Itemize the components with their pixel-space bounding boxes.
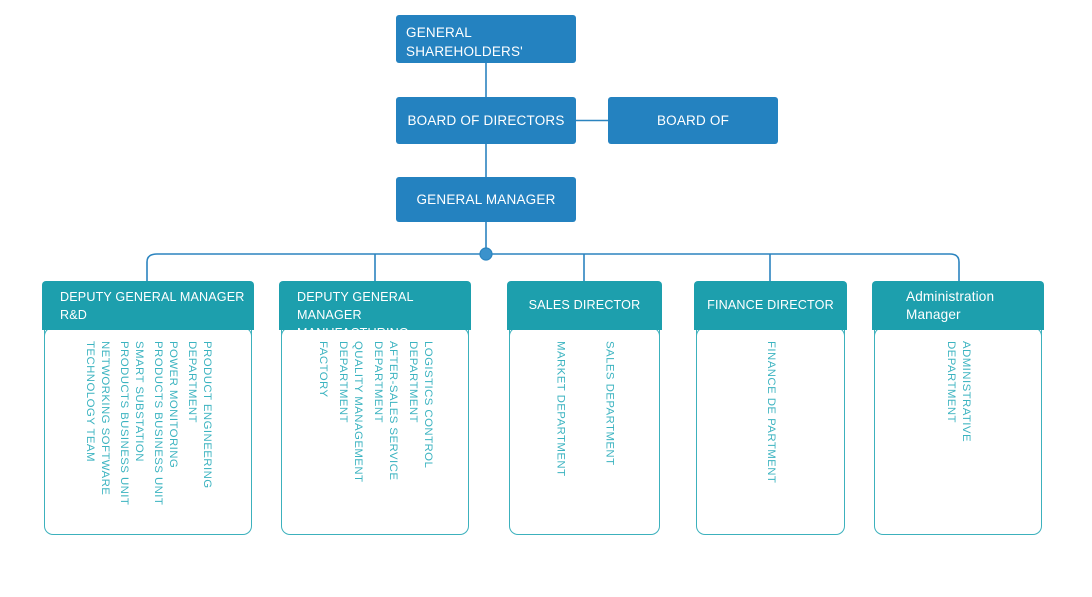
unit-list-rd: PRODUCT ENGINEERING DEPARTMENT POWER MON… — [45, 341, 251, 534]
wire-distribution-bus — [146, 253, 960, 281]
division-header-administration[interactable]: Administration Manager — [872, 281, 1044, 330]
division-header-label: SALES DIRECTOR — [528, 298, 641, 312]
division-body-finance: FINANCE DE PARTMENT — [696, 327, 845, 535]
division-finance[interactable]: FINANCE DIRECTOR FINANCE DE PARTMENT — [694, 281, 847, 535]
node-general-shareholders-meeting[interactable]: GENERAL SHAREHOLDERS' MEETING — [396, 15, 576, 78]
division-header-label: FINANCE DIRECTOR — [707, 298, 834, 312]
unit-list-administration: ADMINISTRATIVE DEPARTMENT — [875, 341, 1041, 534]
division-body-administration: ADMINISTRATIVE DEPARTMENT — [874, 327, 1042, 535]
unit-item[interactable]: ADMINISTRATIVE DEPARTMENT — [945, 341, 972, 443]
node-label: GENERAL MANAGER — [416, 192, 556, 207]
node-label: BOARD OF SUPERVISORS — [643, 113, 743, 175]
division-sales[interactable]: SALES DIRECTOR SALES DEPARTMENT MARKET D… — [507, 281, 662, 535]
division-header-label: DEPUTY GENERAL MANAGER R&D — [60, 290, 245, 322]
node-general-manager[interactable]: GENERAL MANAGER — [396, 177, 576, 222]
division-administration[interactable]: Administration Manager ADMINISTRATIVE DE… — [872, 281, 1044, 535]
node-label: BOARD OF DIRECTORS — [407, 113, 565, 128]
unit-item[interactable]: NETWORKING SOFTWARE TECHNOLOGY TEAM — [84, 341, 111, 496]
unit-item[interactable]: PRODUCT ENGINEERING DEPARTMENT — [186, 341, 213, 489]
division-header-label: DEPUTY GENERAL MANAGER MANUFACTURING — [297, 290, 414, 340]
unit-item[interactable]: SALES DEPARTMENT — [603, 341, 616, 466]
unit-item[interactable]: FACTORY — [317, 341, 329, 398]
unit-list-manufacturing: LOGISTICS CONTROL DEPARTMENT AFTER-SALES… — [282, 341, 468, 534]
division-header-finance[interactable]: FINANCE DIRECTOR — [694, 281, 847, 330]
unit-item[interactable]: POWER MONITORING PRODUCTS BUSINESS UNIT — [152, 341, 179, 506]
unit-list-sales: SALES DEPARTMENT MARKET DEPARTMENT — [510, 341, 659, 534]
unit-item[interactable]: FINANCE DE PARTMENT — [765, 341, 777, 484]
division-body-manufacturing: LOGISTICS CONTROL DEPARTMENT AFTER-SALES… — [281, 327, 469, 535]
division-manufacturing[interactable]: DEPUTY GENERAL MANAGER MANUFACTURING LOG… — [279, 281, 471, 535]
division-header-rd[interactable]: DEPUTY GENERAL MANAGER R&D — [42, 281, 254, 330]
node-board-of-supervisors[interactable]: BOARD OF SUPERVISORS — [608, 97, 778, 175]
division-header-sales[interactable]: SALES DIRECTOR — [507, 281, 662, 330]
node-board-of-directors[interactable]: BOARD OF DIRECTORS — [396, 97, 576, 144]
unit-item[interactable]: QUALITY MANAGEMENT DEPARTMENT — [337, 341, 364, 483]
node-label: GENERAL SHAREHOLDERS' MEETING — [406, 25, 523, 78]
division-body-rd: PRODUCT ENGINEERING DEPARTMENT POWER MON… — [44, 327, 252, 535]
bus-junction-dot — [479, 247, 493, 261]
division-header-manufacturing[interactable]: DEPUTY GENERAL MANAGER MANUFACTURING — [279, 281, 471, 340]
division-rd[interactable]: DEPUTY GENERAL MANAGER R&D PRODUCT ENGIN… — [42, 281, 254, 535]
division-header-label: Administration Manager — [906, 289, 995, 322]
unit-item[interactable]: LOGISTICS CONTROL DEPARTMENT — [407, 341, 434, 469]
division-body-sales: SALES DEPARTMENT MARKET DEPARTMENT — [509, 327, 660, 535]
unit-list-finance: FINANCE DE PARTMENT — [697, 341, 844, 534]
unit-item[interactable]: SMART SUBSTATION PRODUCTS BUSINESS UNIT — [118, 341, 145, 506]
unit-item[interactable]: AFTER-SALES SERVICE DEPARTMENT — [372, 341, 399, 481]
unit-item[interactable]: MARKET DEPARTMENT — [554, 341, 567, 477]
